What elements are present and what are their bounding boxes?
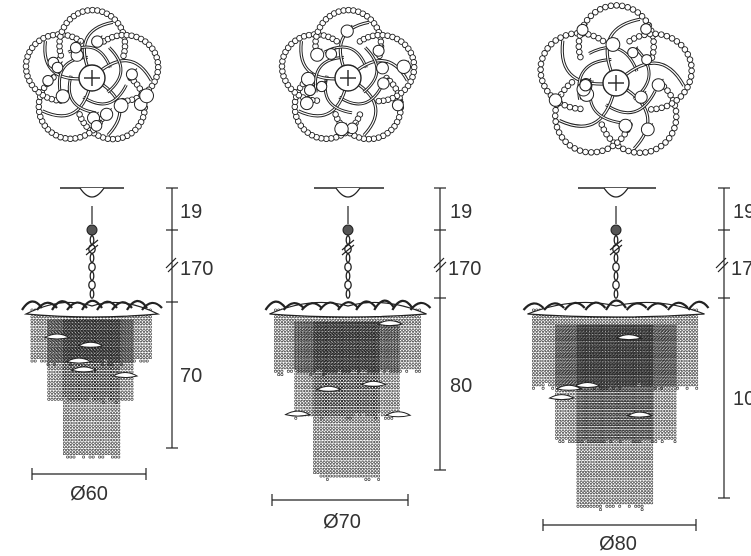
canopy xyxy=(603,187,629,198)
top-view-60 xyxy=(22,6,162,143)
top-view-70 xyxy=(278,6,418,143)
dim-ceiling-80: 19 xyxy=(733,201,751,223)
side-view-60 xyxy=(21,187,163,459)
dim-diameter-80: Ø80 xyxy=(599,533,637,555)
chain xyxy=(85,206,99,299)
canopy xyxy=(79,187,105,198)
dim-diameter-70: Ø70 xyxy=(323,511,361,533)
dim-body-80: 100 xyxy=(733,388,751,410)
dim-body-70: 80 xyxy=(450,375,472,397)
dim-ceiling-70: 19 xyxy=(450,201,472,223)
chain xyxy=(341,206,355,299)
crystal-body xyxy=(264,299,432,481)
dim-body-60: 70 xyxy=(180,365,202,387)
crystal-body xyxy=(21,299,163,459)
side-view-80 xyxy=(522,187,710,512)
variant-80: 19 170 100 Ø80 xyxy=(522,2,751,555)
dim-diameter-60: Ø60 xyxy=(70,483,108,505)
variant-70: 19 170 80 Ø70 xyxy=(264,6,481,533)
chain xyxy=(609,206,623,299)
side-view-70 xyxy=(264,187,432,481)
canopy xyxy=(335,187,361,198)
dimension-lines-80 xyxy=(542,187,730,531)
top-view-80 xyxy=(537,2,695,157)
dim-chain-80: 170 xyxy=(731,258,751,280)
variant-60: 19 170 70 Ø60 xyxy=(21,6,213,505)
dim-chain-60: 170 xyxy=(180,258,213,280)
crystal-body xyxy=(522,299,710,512)
dimension-lines-70 xyxy=(271,187,447,506)
dim-ceiling-60: 19 xyxy=(180,201,202,223)
dimension-lines-60 xyxy=(31,187,179,480)
dim-chain-70: 170 xyxy=(448,258,481,280)
